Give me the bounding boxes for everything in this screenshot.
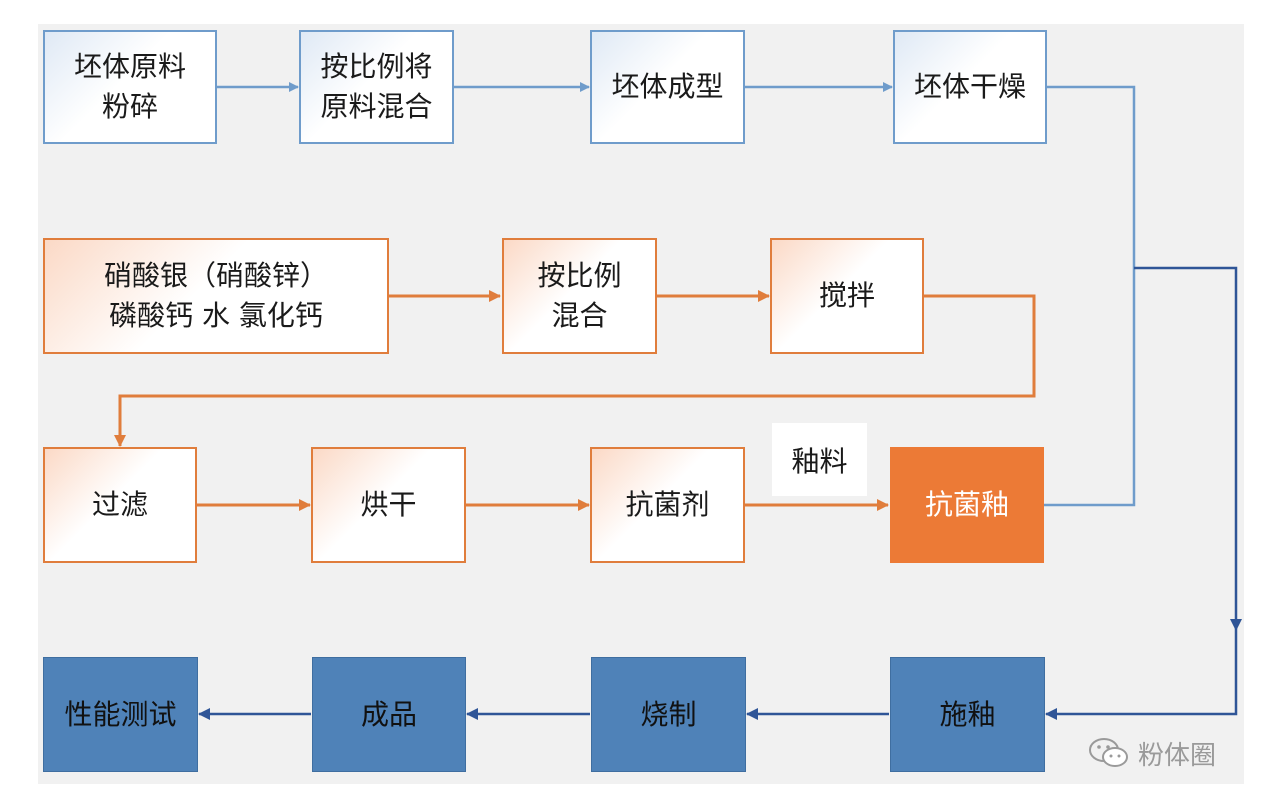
node-antibacterial-agent: 抗菌剂 [590,447,745,563]
node-drying: 烘干 [311,447,466,563]
watermark-text: 粉体圈 [1138,740,1217,771]
node-chemical-ingredients: 硝酸银（硝酸锌） 磷酸钙 水 氯化钙 [43,238,389,354]
node-proportional-mixing: 按比例将 原料混合 [299,30,454,144]
wechat-icon [1089,738,1128,767]
node-raw-material-crushing: 坯体原料 粉碎 [43,30,217,144]
node-stirring: 搅拌 [770,238,924,354]
node-body-forming: 坯体成型 [590,30,745,144]
node-filtering: 过滤 [43,447,197,563]
arrow-stir-to-filter [114,294,1036,447]
node-firing: 烧制 [591,657,746,772]
watermark: 粉体圈 [1088,730,1216,776]
line-dry-to-right [1047,85,1136,268]
node-antibacterial-glaze: 抗菌釉 [890,447,1044,563]
node-mix-by-ratio: 按比例 混合 [502,238,657,354]
arrow-merge-down [1134,266,1242,631]
node-performance-test: 性能测试 [43,657,198,772]
line-glaze-to-right [1044,268,1136,507]
node-glazing: 施釉 [890,657,1045,772]
node-body-drying: 坯体干燥 [893,30,1047,144]
arrow-to-glazing [1045,630,1238,720]
node-finished-product: 成品 [312,657,466,772]
glaze-input-label: 釉料 [772,423,867,496]
